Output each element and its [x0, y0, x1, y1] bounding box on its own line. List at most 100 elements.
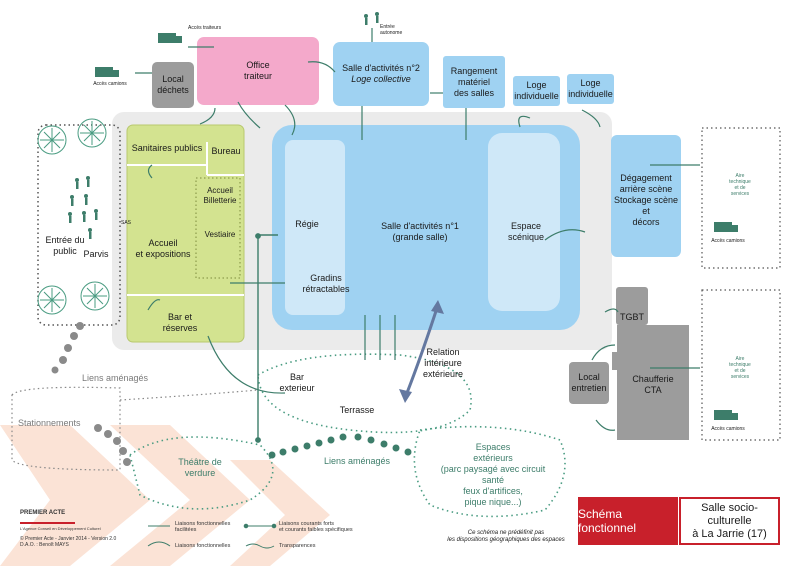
label-line: et de [734, 185, 746, 191]
room-label: Salle d'activités n°2 [342, 63, 420, 73]
label-line: Aire [735, 356, 745, 362]
room-shape-scene [488, 133, 560, 311]
green-dot-path [268, 433, 412, 459]
room-label: individuelle [568, 89, 613, 99]
room-label: Dégagement [620, 172, 672, 183]
room-shape-loge2 [567, 74, 614, 104]
room-sanitaires: Sanitaires publics [131, 143, 203, 153]
footer-credits: © Premier Acte - Janvier 2014 - Version … [20, 536, 116, 548]
label-aire-technique-2: Aire technique et de services [720, 356, 760, 380]
label-line: Entrée [380, 24, 395, 30]
curved-links [147, 61, 619, 431]
room-label: Loge [526, 80, 547, 90]
room-label: Rangement [450, 65, 498, 76]
room-label: Espace [510, 221, 542, 231]
room-label: CTA [644, 385, 662, 395]
room-label: Salle d'activités n°1 [381, 221, 459, 231]
label-line: les dispositions géographiques des espac… [447, 537, 565, 543]
room-label: Gradins [310, 273, 342, 283]
room-label: arrière scène [619, 183, 673, 194]
label-line: santé [481, 475, 505, 485]
chevron-shape [110, 425, 250, 566]
label-line: exterieur [279, 383, 315, 393]
tree-icons [37, 118, 110, 315]
room-local-entretien: Local entretien [569, 362, 609, 404]
room-label: Chaufferie [632, 374, 674, 384]
room-label: Office [246, 60, 270, 70]
chevron-shape [230, 460, 330, 566]
label-liens-amenages-1: Liens aménagés [81, 373, 149, 383]
room-loge-individuelle-2: Loge individuelle [567, 74, 614, 104]
room-regie: Régie [295, 219, 319, 229]
label-line: verdure [184, 468, 216, 478]
room-label: Accueil [207, 186, 233, 195]
room-label: Local [578, 372, 600, 382]
room-label: (grande salle) [392, 232, 448, 242]
room-label: matériel [457, 76, 490, 87]
label-line: et de [734, 368, 746, 374]
label-line: technique [729, 179, 751, 185]
room-label: des salles [453, 87, 495, 98]
label-line: Relation [426, 347, 460, 357]
label-line: (parc paysagé avec circuit [440, 464, 546, 474]
truck-icons [95, 33, 738, 420]
room-label: individuelle [514, 91, 559, 101]
theatre-outline [129, 436, 274, 510]
label-line: Aire [735, 173, 745, 179]
room-label: Loge [580, 78, 601, 88]
terrace-outline [257, 353, 472, 434]
footer-logo-sub: L'Agence Conseil en Développement Cultur… [20, 526, 101, 531]
room-label: Bar et [167, 312, 192, 322]
label-acces-camions: Accès camions [93, 81, 127, 87]
room-label: Local [162, 74, 184, 84]
room-tgbt: TGBT [620, 312, 644, 322]
legend-liaisons-facilitees: Liaisons fonctionnelles facilitées [175, 521, 230, 533]
label-acces-camions-3: Accès camions [711, 426, 745, 432]
room-loge-individuelle-1: Loge individuelle [513, 76, 560, 106]
room-local-dechets: Local déchets [152, 62, 194, 108]
relation-arrow [403, 304, 440, 399]
grey-dot-path [51, 322, 131, 466]
legend-lines [147, 523, 277, 549]
room-gradins: Gradins rétractables [296, 273, 356, 295]
label-acces-traiteurs: Accès traiteurs [188, 25, 222, 31]
label-relation: Relation intérieure extérieure [418, 347, 468, 380]
room-shape-gradins [285, 140, 345, 315]
room-label: Accueil [148, 238, 178, 248]
label-entree-public: Entrée du public [40, 235, 90, 257]
legend-transparences: Transparences [279, 543, 316, 549]
credit-line: D.A.O. : Benoît MAYS [20, 542, 69, 548]
room-shape-accueil [126, 124, 245, 343]
room-rangement: Rangement matériel des salles [443, 56, 505, 108]
label-line: intérieure [424, 358, 462, 368]
label-line: autonome [380, 30, 403, 36]
service-area-outline [701, 127, 781, 269]
label-sas: SAS [120, 220, 131, 226]
credit-line: © Premier Acte - Janvier 2014 - Version … [20, 536, 117, 542]
room-label: décors [632, 216, 660, 227]
room-shape-salle2 [333, 42, 429, 106]
room-accueil-expositions: Accueil et expositions [128, 238, 198, 260]
pedestrian-icons [68, 12, 379, 239]
room-salle-activites-2: Salle d'activités n°2 Loge collective [333, 42, 429, 106]
label-line: pique nique...) [464, 497, 522, 507]
entrance-zone-outline [37, 124, 121, 326]
room-degagement: Dégagement arrière scène Stockage scène … [611, 170, 681, 230]
legend-line: Liaisons courants forts [279, 521, 335, 527]
label-terrasse: Terrasse [339, 405, 375, 415]
room-shape-office [197, 37, 319, 105]
room-shape-chaufferie [612, 325, 689, 440]
legend-line: Liaisons fonctionnelles [175, 521, 231, 527]
room-shape-loge1 [513, 76, 560, 106]
label-note: Ce schéma ne prédéfinit pas les disposit… [440, 530, 572, 544]
label-line: services [730, 374, 750, 380]
room-vestiaire: Vestiaire [204, 230, 236, 239]
label-acces-camions-2: Accès camions [711, 238, 745, 244]
label-line: Théâtre de [178, 457, 222, 467]
label-aire-technique-1: Aire technique et de services [720, 173, 760, 197]
room-label: Billetterie [203, 196, 237, 205]
room-sublabel: Loge collective [351, 74, 411, 84]
label-line: public [53, 246, 77, 256]
room-label: déchets [157, 85, 189, 95]
